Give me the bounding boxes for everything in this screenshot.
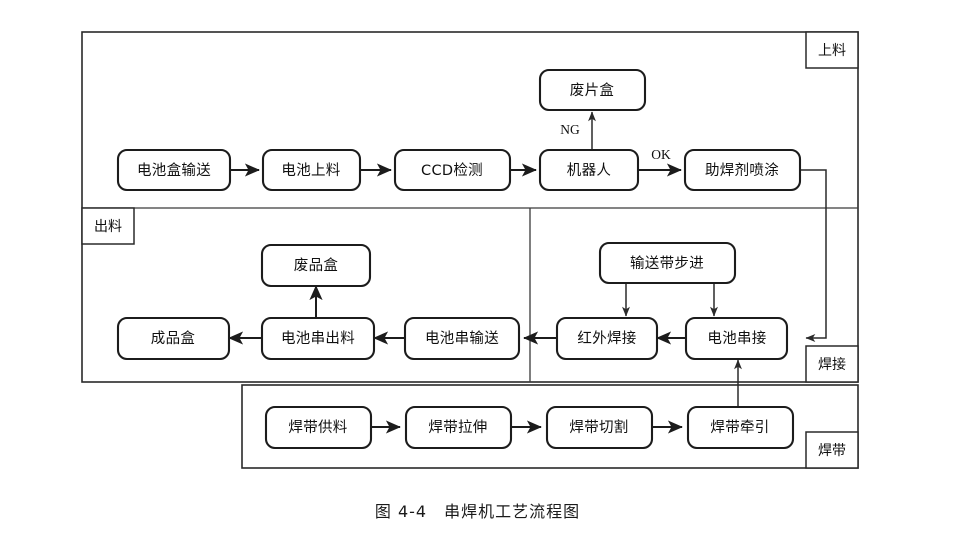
node-reject-box[interactable]: 废品盒 [260, 243, 372, 288]
node-string-unload-label: 电池串出料 [281, 330, 355, 347]
node-infrared-welding-label: 红外焊接 [577, 330, 636, 347]
node-string-transport-label: 电池串输送 [425, 330, 499, 347]
node-ribbon-cut[interactable]: 焊带切割 [545, 405, 654, 450]
node-flux-spray[interactable]: 助焊剂喷涂 [683, 148, 802, 192]
zone-tag-unloading-label: 出料 [94, 219, 122, 235]
node-ribbon-feed[interactable]: 焊带供料 [264, 405, 373, 450]
node-finished-box[interactable]: 成品盒 [116, 316, 231, 361]
node-flux-spray-label: 助焊剂喷涂 [705, 162, 779, 179]
zone-tag-welding: 焊接 [805, 345, 859, 383]
zone-tag-loading-label: 上料 [818, 43, 846, 59]
node-robot[interactable]: 机器人 [538, 148, 640, 192]
flow-connectors-ribbon [370, 359, 742, 434]
node-infrared-welding[interactable]: 红外焊接 [555, 316, 659, 361]
node-conveyor-step-label: 输送带步进 [630, 255, 704, 272]
node-finished-box-label: 成品盒 [151, 330, 196, 347]
node-ribbon-cut-label: 焊带切割 [569, 419, 628, 436]
zone-tag-welding-label: 焊接 [818, 356, 846, 373]
flow-connectors-conveyor [622, 282, 718, 317]
zone-tag-loading: 上料 [805, 31, 859, 69]
node-scrap-cell-box-label: 废片盒 [570, 82, 615, 99]
node-ccd-inspection[interactable]: CCD检测 [393, 148, 512, 192]
figure-caption: 图 4-4 串焊机工艺流程图 [374, 502, 581, 521]
node-scrap-cell-box[interactable]: 废片盒 [538, 68, 647, 112]
zone-frame-ribbon [241, 384, 859, 469]
node-reject-box-label: 废品盒 [294, 257, 339, 274]
node-battery-loading[interactable]: 电池上料 [261, 148, 362, 192]
edge-label-ng: NG [560, 122, 580, 137]
node-battery-box-transport-label: 电池盒输送 [137, 162, 211, 179]
edge-label-ok: OK [651, 147, 671, 162]
edge-flux-to-stringing [800, 169, 827, 342]
node-ribbon-feed-label: 焊带供料 [288, 419, 347, 436]
node-conveyor-step[interactable]: 输送带步进 [598, 241, 737, 285]
node-string-transport[interactable]: 电池串输送 [403, 316, 521, 361]
node-ribbon-pull[interactable]: 焊带牵引 [686, 405, 795, 450]
zone-frames [81, 31, 859, 469]
flow-connectors-loading: NG OK [230, 111, 827, 342]
node-ribbon-pull-label: 焊带牵引 [710, 419, 769, 436]
node-cell-stringing[interactable]: 电池串接 [684, 316, 789, 361]
node-battery-box-transport[interactable]: 电池盒输送 [116, 148, 232, 192]
node-ribbon-stretch[interactable]: 焊带拉伸 [404, 405, 513, 450]
zone-tag-ribbon-label: 焊带 [818, 443, 846, 459]
zone-frame-main [81, 31, 859, 383]
node-battery-loading-label: 电池上料 [281, 162, 340, 179]
node-cell-stringing-label: 电池串接 [707, 330, 766, 347]
zone-tag-ribbon: 焊带 [805, 431, 859, 469]
node-ribbon-stretch-label: 焊带拉伸 [428, 419, 487, 436]
node-ccd-inspection-label: CCD检测 [421, 162, 483, 179]
node-string-unload[interactable]: 电池串出料 [260, 316, 376, 361]
zone-tag-unloading: 出料 [81, 207, 135, 245]
node-robot-label: 机器人 [567, 162, 611, 179]
